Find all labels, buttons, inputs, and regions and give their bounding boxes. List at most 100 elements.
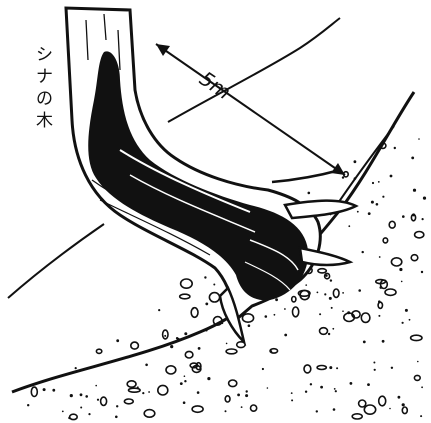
soil-speck [184,375,186,377]
soil-speck [390,175,393,178]
pebble [131,342,139,349]
soil-speck [245,394,248,397]
soil-speck [52,389,55,392]
soil-speck [367,383,370,386]
soil-speck [68,417,70,419]
soil-speck [330,279,332,281]
distance-label: 5m [195,66,235,104]
soil-speck [411,157,414,160]
soil-speck [237,394,240,397]
soil-speck [115,416,118,419]
soil-speck [205,329,207,331]
soil-speck [329,297,332,300]
soil-speck [88,413,90,415]
soil-speck [328,333,330,335]
soil-speck [347,311,350,314]
soil-speck [305,391,307,393]
soil-speck [221,322,223,324]
soil-speck [329,366,332,369]
soil-speck [197,391,200,394]
soil-speck [180,382,183,385]
soil-speck [148,391,150,393]
soil-speck [213,284,215,286]
soil-speck [409,319,411,321]
soil-speck [382,196,384,198]
soil-speck [176,337,178,339]
soil-speck [399,268,402,271]
soil-speck [246,390,248,392]
contour-line-left [8,224,104,298]
soil-speck [267,387,269,389]
pebble [163,330,168,339]
soil-speck [402,403,405,406]
soil-speck [75,367,77,369]
soil-speck [357,211,359,213]
soil-speck [402,215,405,218]
soil-speck [205,303,208,306]
soil-speck [417,361,419,363]
soil-speck [332,328,334,330]
soil-speck [80,393,83,396]
soil-speck [305,284,307,286]
soil-speck [184,380,186,382]
soil-speck [291,399,293,401]
soil-speck [378,181,380,183]
soil-speck [116,339,119,342]
soil-speck [284,308,286,310]
soil-speck [421,271,423,273]
soil-speck [333,408,336,411]
soil-speck [368,212,371,215]
soil-speck [374,369,376,371]
soil-speck [43,388,46,391]
soil-speck [226,343,228,345]
soil-speck [373,362,375,364]
soil-speck [354,160,357,163]
soil-speck [334,388,336,390]
soil-speck [291,392,293,394]
soil-speck [363,341,366,344]
soil-speck [184,332,187,335]
soil-speck [70,394,73,397]
soil-speck [350,382,353,385]
soil-speck [183,401,186,404]
soil-speck [382,340,385,343]
soil-speck [336,367,338,369]
soil-speck [378,315,380,317]
soil-speck [379,256,381,258]
tree-label-text: シナの木 [36,45,53,131]
pebble [181,279,193,288]
soil-speck [391,367,393,369]
soil-speck [378,300,381,303]
soil-speck [422,218,424,220]
soil-speck [316,410,318,412]
soil-speck [342,292,344,294]
soil-speck [192,308,194,310]
soil-speck [380,286,383,289]
soil-speck [362,251,364,253]
soil-speck [62,411,64,413]
soil-speck [324,293,326,295]
soil-speck [412,213,415,216]
soil-speck [420,415,422,417]
soil-speck [342,310,344,312]
soil-speck [423,197,426,200]
soil-speck [402,322,404,324]
soil-speck [142,392,144,394]
soil-speck [348,225,350,227]
soil-speck [342,176,344,178]
soil-speck [317,292,319,294]
soil-speck [331,307,333,309]
soil-speck [372,182,374,184]
soil-speck [325,275,327,277]
soil-speck [164,335,166,337]
soil-speck [137,386,139,388]
tree-label: シナの木 [36,45,53,131]
soil-speck [158,309,160,311]
soil-speck [358,289,361,292]
soil-speck [401,281,403,283]
soil-speck [204,276,206,278]
soil-speck [310,383,312,385]
soil-speck [398,396,401,399]
soil-speck [320,386,323,389]
